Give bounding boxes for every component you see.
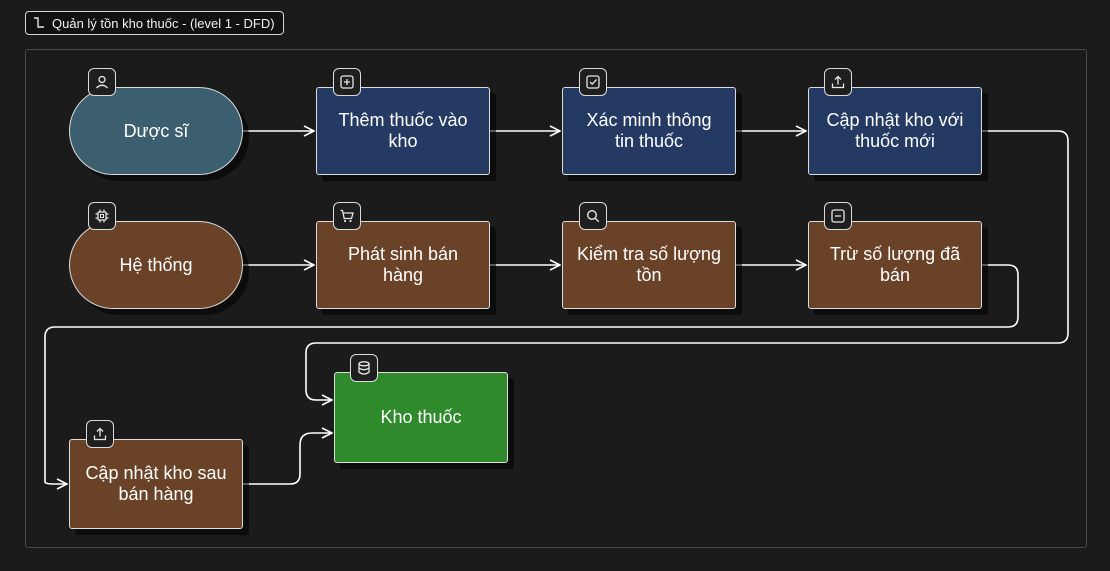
node-duoc-si: Dược sĩ: [69, 87, 243, 175]
diagram-frame: [25, 49, 1087, 548]
node-label: Cập nhật kho với thuốc mới: [826, 110, 964, 151]
cpu-icon: [88, 202, 116, 230]
upload-icon: [824, 68, 852, 96]
subprocess-icon: [34, 17, 44, 28]
cart-icon: [333, 202, 361, 230]
node-cap-nhat-sau-ban: Cập nhật kho sau bán hàng: [69, 439, 243, 529]
node-label: Xác minh thông tin thuốc: [586, 110, 712, 151]
search-icon: [579, 202, 607, 230]
diagram-title-badge: Quản lý tồn kho thuốc - (level 1 - DFD): [25, 11, 284, 35]
node-label: Cập nhật kho sau bán hàng: [85, 463, 227, 504]
node-them-thuoc: Thêm thuốc vào kho: [316, 87, 490, 175]
node-label: Kho thuốc: [380, 407, 462, 427]
node-tru-so-luong: Trừ số lượng đã bán: [808, 221, 982, 309]
node-cap-nhat-moi: Cập nhật kho với thuốc mới: [808, 87, 982, 175]
user-icon: [88, 68, 116, 96]
node-label: Thêm thuốc vào kho: [338, 110, 468, 151]
node-label: Trừ số lượng đã bán: [829, 244, 961, 285]
node-label: Hệ thống: [119, 254, 193, 275]
node-he-thong: Hệ thống: [69, 221, 243, 309]
node-label: Dược sĩ: [123, 120, 189, 141]
upload-icon: [86, 420, 114, 448]
node-phat-sinh: Phát sinh bán hàng: [316, 221, 490, 309]
diagram-title: Quản lý tồn kho thuốc - (level 1 - DFD): [52, 15, 275, 31]
check-square-icon: [579, 68, 607, 96]
plus-square-icon: [333, 68, 361, 96]
node-kho-thuoc: Kho thuốc: [334, 372, 508, 463]
node-xac-minh: Xác minh thông tin thuốc: [562, 87, 736, 175]
database-icon: [350, 354, 378, 382]
minus-square-icon: [824, 202, 852, 230]
node-label: Phát sinh bán hàng: [347, 244, 459, 285]
node-label: Kiểm tra số lượng tồn: [577, 244, 721, 285]
node-kiem-tra: Kiểm tra số lượng tồn: [562, 221, 736, 309]
